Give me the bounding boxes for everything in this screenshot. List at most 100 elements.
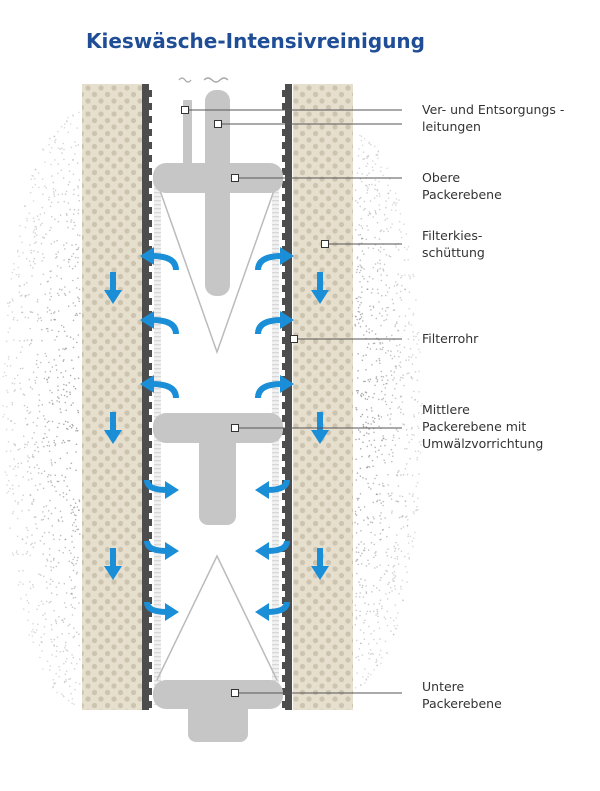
spray-dot xyxy=(394,192,397,195)
spray-dot xyxy=(379,564,381,566)
wall-tooth xyxy=(147,389,152,396)
spray-dot xyxy=(60,324,63,327)
spray-dot xyxy=(359,431,362,433)
spray-dot xyxy=(357,389,360,392)
spray-dot xyxy=(52,559,55,561)
spray-dot xyxy=(49,583,52,585)
spray-dot xyxy=(372,266,375,269)
spray-dot xyxy=(29,327,32,330)
spray-dot xyxy=(46,476,49,478)
spray-dot xyxy=(74,607,76,610)
spray-dot xyxy=(74,585,76,588)
wall-tooth xyxy=(147,363,152,370)
spray-dot xyxy=(359,196,362,199)
spray-dot xyxy=(74,224,76,227)
spray-dot xyxy=(75,681,77,684)
spray-dot xyxy=(368,328,371,330)
spray-dot xyxy=(382,174,384,177)
spray-dot xyxy=(74,378,76,380)
spray-dot xyxy=(22,435,25,438)
spray-dot xyxy=(410,428,413,430)
spray-dot xyxy=(70,123,72,125)
spray-dot xyxy=(362,151,365,153)
spray-dot xyxy=(368,275,371,278)
spray-dot xyxy=(72,115,74,117)
spray-dot xyxy=(361,586,364,589)
spray-dot xyxy=(417,508,419,511)
wall-tooth xyxy=(282,259,287,266)
spray-dot xyxy=(400,474,402,476)
spray-dot xyxy=(50,288,52,290)
spray-dot xyxy=(38,218,40,221)
spray-dot xyxy=(71,359,73,362)
spray-dot xyxy=(394,202,396,204)
spray-dot xyxy=(413,512,415,515)
spray-dot xyxy=(399,366,402,368)
spray-dot xyxy=(70,462,73,465)
spray-dot xyxy=(384,219,387,221)
screen-right xyxy=(272,185,279,705)
spray-dot xyxy=(53,318,55,321)
spray-dot xyxy=(373,421,376,424)
spray-dot xyxy=(24,296,27,298)
spray-dot xyxy=(406,372,409,375)
spray-dot xyxy=(75,573,78,575)
spray-dot xyxy=(11,403,14,406)
spray-dot xyxy=(357,655,360,658)
spray-dot xyxy=(48,445,51,447)
spray-dot xyxy=(67,439,69,442)
wall-tooth xyxy=(282,532,287,539)
wall-tooth xyxy=(282,298,287,305)
wall-tooth xyxy=(282,571,287,578)
spray-dot xyxy=(55,565,58,568)
spray-dot xyxy=(57,201,59,203)
spray-dot xyxy=(380,662,382,665)
spray-dot xyxy=(34,379,36,382)
spray-dot xyxy=(376,380,379,383)
spray-dot xyxy=(378,418,381,420)
spray-dot xyxy=(44,161,46,163)
spray-dot xyxy=(373,518,375,520)
spray-dot xyxy=(373,669,375,671)
page-title: Kieswäsche-Intensivreinigung xyxy=(86,29,425,53)
spray-dot xyxy=(56,400,58,402)
spray-dot xyxy=(363,268,365,270)
spray-dot xyxy=(400,290,402,293)
spray-dot xyxy=(11,488,14,490)
spray-dot xyxy=(26,406,29,409)
spray-dot xyxy=(35,516,37,518)
spray-dot xyxy=(25,257,28,260)
spray-dot xyxy=(358,296,360,298)
gravel-column-left xyxy=(82,84,142,710)
spray-dot xyxy=(33,432,35,434)
spray-dot xyxy=(409,535,412,538)
spray-dot xyxy=(356,256,359,258)
spray-dot xyxy=(419,351,421,353)
spray-dot xyxy=(397,612,399,614)
spray-dot xyxy=(53,191,55,193)
spray-dot xyxy=(62,388,65,391)
spray-dot xyxy=(359,555,362,557)
spray-dot xyxy=(57,389,59,392)
spray-dot xyxy=(372,584,375,587)
wall-tooth xyxy=(282,350,287,357)
spray-dot xyxy=(394,547,397,550)
spray-dot xyxy=(355,514,358,516)
spray-dot xyxy=(31,388,34,390)
arrow-down xyxy=(104,548,122,580)
spray-dot xyxy=(72,159,74,161)
spray-dot xyxy=(45,505,48,507)
spray-dot xyxy=(62,360,64,362)
spray-dot xyxy=(50,243,52,245)
arrow-curve xyxy=(266,601,290,615)
spray-dot xyxy=(368,456,370,458)
spray-dot xyxy=(369,305,371,308)
wall-tooth xyxy=(147,207,152,214)
spray-dot xyxy=(402,473,405,476)
wall-tooth xyxy=(147,116,152,123)
spray-dot xyxy=(27,317,30,319)
spray-dot xyxy=(391,203,394,206)
spray-dot xyxy=(387,350,390,352)
spray-dot xyxy=(34,232,36,234)
spray-dot xyxy=(14,422,16,425)
